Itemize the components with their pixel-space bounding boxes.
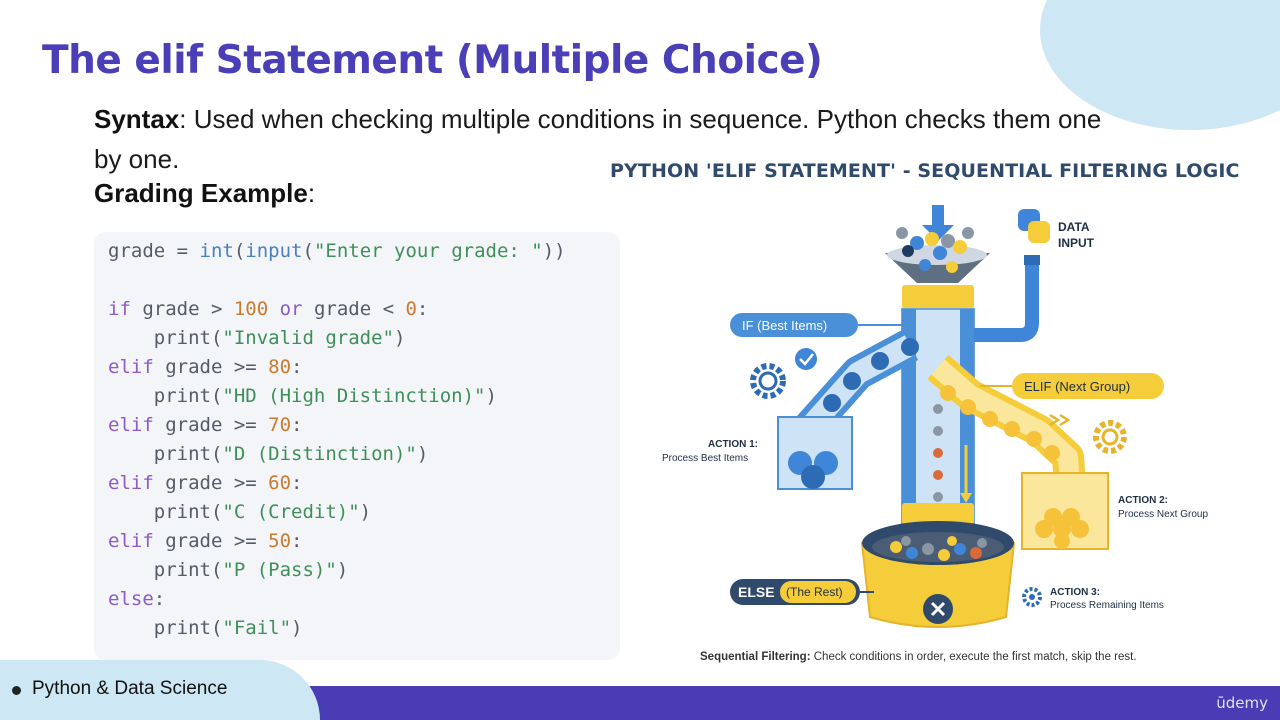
syntax-paragraph: Syntax: Used when checking multiple cond…: [94, 99, 1104, 179]
elif-filter-diagram: DATA INPUT IF (Best Items) ACTION 1: Pro…: [662, 205, 1208, 628]
hopper-funnel: [885, 227, 990, 309]
code-line: print("P (Pass)"): [108, 559, 349, 581]
elif-bin: [1021, 472, 1109, 550]
action1-title: ACTION 1:: [708, 439, 758, 450]
syntax-label: Syntax: [94, 104, 180, 134]
grading-label: Grading Example: [94, 178, 308, 208]
if-label: IF (Best Items): [742, 318, 827, 333]
code-line: if grade > 100 or grade < 0:: [108, 298, 429, 320]
code-line: print("D (Distinction)"): [108, 443, 429, 465]
code-line: grade = int(input("Enter your grade: ")): [108, 240, 566, 262]
footer-course-tab: [0, 660, 320, 720]
else-label: ELSE: [738, 584, 775, 600]
code-block: grade = int(input("Enter your grade: "))…: [94, 232, 620, 660]
code-line: else:: [108, 588, 166, 610]
elif-label: ELIF (Next Group): [1024, 379, 1130, 394]
diagram-title: PYTHON 'ELIF STATEMENT' - SEQUENTIAL FIL…: [610, 160, 1240, 182]
data-input-label: INPUT: [1058, 236, 1095, 250]
if-bin: [777, 416, 853, 490]
data-input-label: DATA: [1058, 220, 1090, 234]
code-line: print("HD (High Distinction)"): [108, 385, 497, 407]
caption-bold: Sequential Filtering:: [700, 651, 811, 663]
action3-title: ACTION 3:: [1050, 587, 1100, 598]
code-line: print("Invalid grade"): [108, 327, 406, 349]
python-logo-icon: [1018, 209, 1050, 243]
action3-text: Process Remaining Items: [1050, 600, 1164, 611]
gear-icon: [1093, 420, 1127, 454]
diagram-caption: Sequential Filtering: Check conditions i…: [700, 651, 1137, 663]
gear-icon: [1022, 587, 1042, 607]
else-rest-label: (The Rest): [786, 585, 843, 599]
action2-title: ACTION 2:: [1118, 495, 1168, 506]
course-label: Python & Data Science: [32, 678, 228, 699]
code-line: elif grade >= 60:: [108, 472, 303, 494]
code-line: print("Fail"): [108, 617, 303, 639]
slide-title: The elif Statement (Multiple Choice): [42, 38, 823, 83]
caption-text: Check conditions in order, execute the f…: [810, 651, 1137, 663]
grading-example-heading: Grading Example:: [94, 178, 315, 209]
double-arrow-icon: [1049, 413, 1071, 427]
gear-icon: [750, 363, 786, 399]
data-input-pipe: [974, 255, 1040, 342]
udemy-logo: ūdemy: [1216, 694, 1268, 712]
code-line: print("C (Credit)"): [108, 501, 372, 523]
action1-text: Process Best Items: [662, 453, 748, 464]
else-basin: [860, 521, 1016, 628]
else-label-badge: [730, 579, 874, 605]
if-label-badge: [730, 313, 902, 337]
code-line: elif grade >= 50:: [108, 530, 303, 552]
check-circle-icon: [795, 348, 817, 370]
syntax-text: : Used when checking multiple conditions…: [94, 104, 1102, 174]
input-arrow-icon: [922, 205, 954, 241]
code-line: elif grade >= 70:: [108, 414, 303, 436]
elif-label-badge: [980, 373, 1164, 399]
bullet-dot: [12, 686, 21, 695]
action2-text: Process Next Group: [1118, 509, 1208, 520]
close-circle-icon: [923, 594, 953, 624]
code-line: elif grade >= 80:: [108, 356, 303, 378]
grading-suffix: :: [307, 178, 316, 208]
